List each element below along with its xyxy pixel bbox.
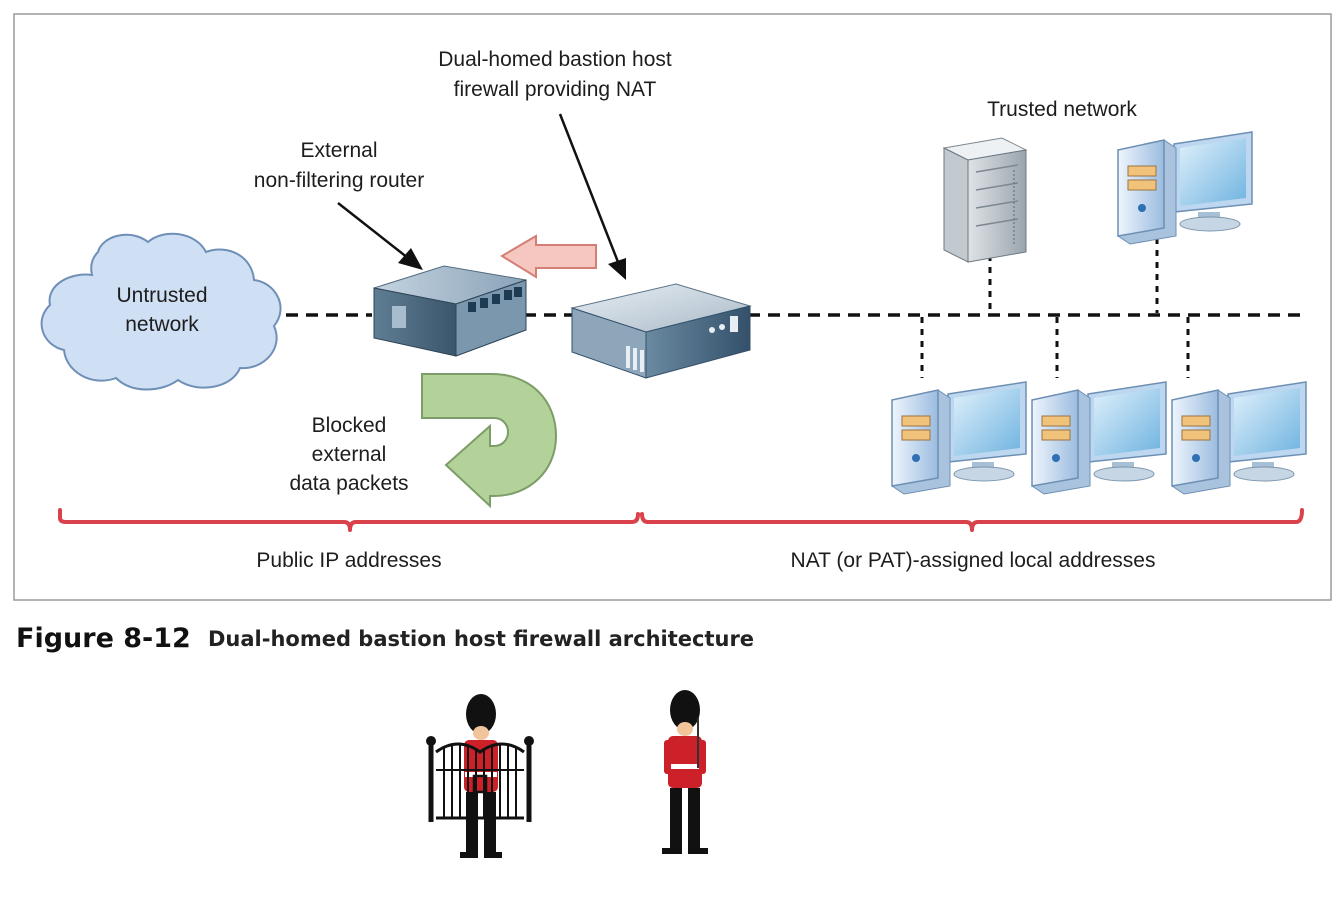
- untrusted-label-line1: Untrusted: [116, 284, 207, 307]
- computer-icon-lan-2: [1031, 381, 1167, 495]
- guard-behind-gate-icon: [426, 694, 534, 858]
- guard-icon: [662, 690, 708, 854]
- untrusted-network-cloud-icon: [40, 232, 282, 391]
- blocked-label-line2: external: [312, 443, 387, 466]
- public-ip-label: Public IP addresses: [256, 549, 441, 572]
- computer-icon-trusted-top: [1117, 131, 1253, 245]
- public-ip-brace: [58, 508, 640, 532]
- server-icon: [942, 137, 1028, 263]
- trusted-network-label: Trusted network: [987, 98, 1137, 121]
- router-label-line2: non-filtering router: [254, 169, 424, 192]
- blocked-label-line1: Blocked: [312, 414, 387, 437]
- router-label-line1: External: [300, 139, 377, 162]
- figure-title: Dual-homed bastion host firewall archite…: [208, 627, 754, 651]
- computer-icon-lan-1: [891, 381, 1027, 495]
- router-pointer-arrow: [337, 202, 423, 270]
- pink-left-arrow-icon: [500, 234, 597, 279]
- figure-number: Figure 8-12: [16, 623, 191, 654]
- computer-icon-lan-3: [1171, 381, 1307, 495]
- nat-addresses-label: NAT (or PAT)-assigned local addresses: [791, 549, 1156, 572]
- untrusted-label-line2: network: [125, 313, 199, 336]
- blocked-label-line3: data packets: [289, 472, 408, 495]
- external-router-icon: [373, 265, 527, 357]
- bastion-host-firewall-icon: [570, 283, 752, 379]
- firewall-pointer-arrow: [558, 113, 626, 280]
- bastion-label-line1: Dual-homed bastion host: [438, 48, 672, 71]
- nat-addresses-brace: [640, 508, 1304, 532]
- blocked-packets-uturn-arrow-icon: [421, 373, 558, 509]
- lan-drop-lines: [920, 238, 1190, 378]
- bastion-label-line2: firewall providing NAT: [454, 78, 657, 101]
